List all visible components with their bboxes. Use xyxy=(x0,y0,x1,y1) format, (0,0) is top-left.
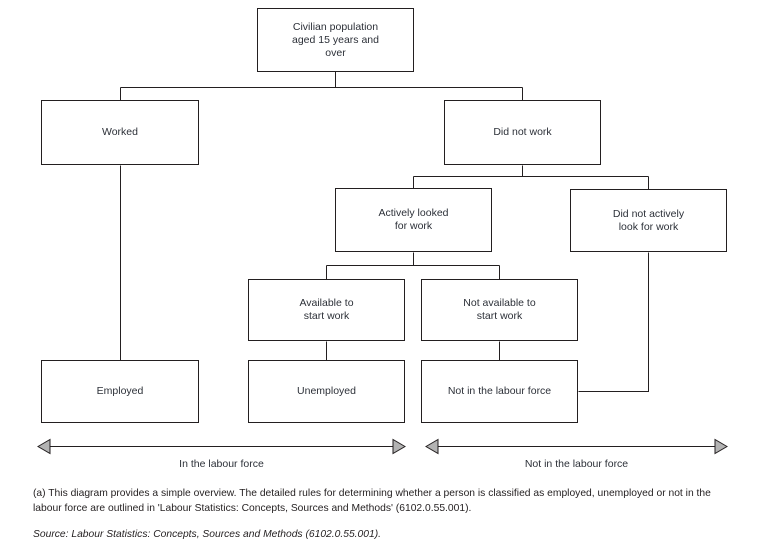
node-did-not-actively-look-for-work[interactable]: Did not actively look for work xyxy=(570,189,727,252)
footnote-text: (a) This diagram provides a simple overv… xyxy=(33,488,711,514)
range-label-in-the-labour-force: In the labour force xyxy=(179,458,264,470)
arrow-head-left-in-labour-force xyxy=(37,438,51,455)
range-label-not-in-the-labour-force: Not in the labour force xyxy=(524,458,629,470)
node-did-not-work[interactable]: Did not work xyxy=(444,100,601,165)
connector-did-not-actively-look-elbow xyxy=(578,252,650,393)
arrow-head-right-in-labour-force xyxy=(392,438,406,455)
arrow-head-right-not-in-labour-force xyxy=(714,438,728,455)
node-not-available-to-start-work[interactable]: Not available to start work xyxy=(421,279,578,341)
node-worked[interactable]: Worked xyxy=(41,100,199,165)
source-text: Source: Labour Statistics: Concepts, Sou… xyxy=(33,529,382,540)
arrow-head-left-not-in-labour-force xyxy=(425,438,439,455)
node-not-in-the-labour-force[interactable]: Not in the labour force xyxy=(421,360,578,423)
node-civilian-population[interactable]: Civilian population aged 15 years and ov… xyxy=(257,8,414,72)
node-unemployed[interactable]: Unemployed xyxy=(248,360,405,423)
node-available-to-start-work[interactable]: Available to start work xyxy=(248,279,405,341)
node-employed[interactable]: Employed xyxy=(41,360,199,423)
node-actively-looked-for-work[interactable]: Actively looked for work xyxy=(335,188,492,252)
